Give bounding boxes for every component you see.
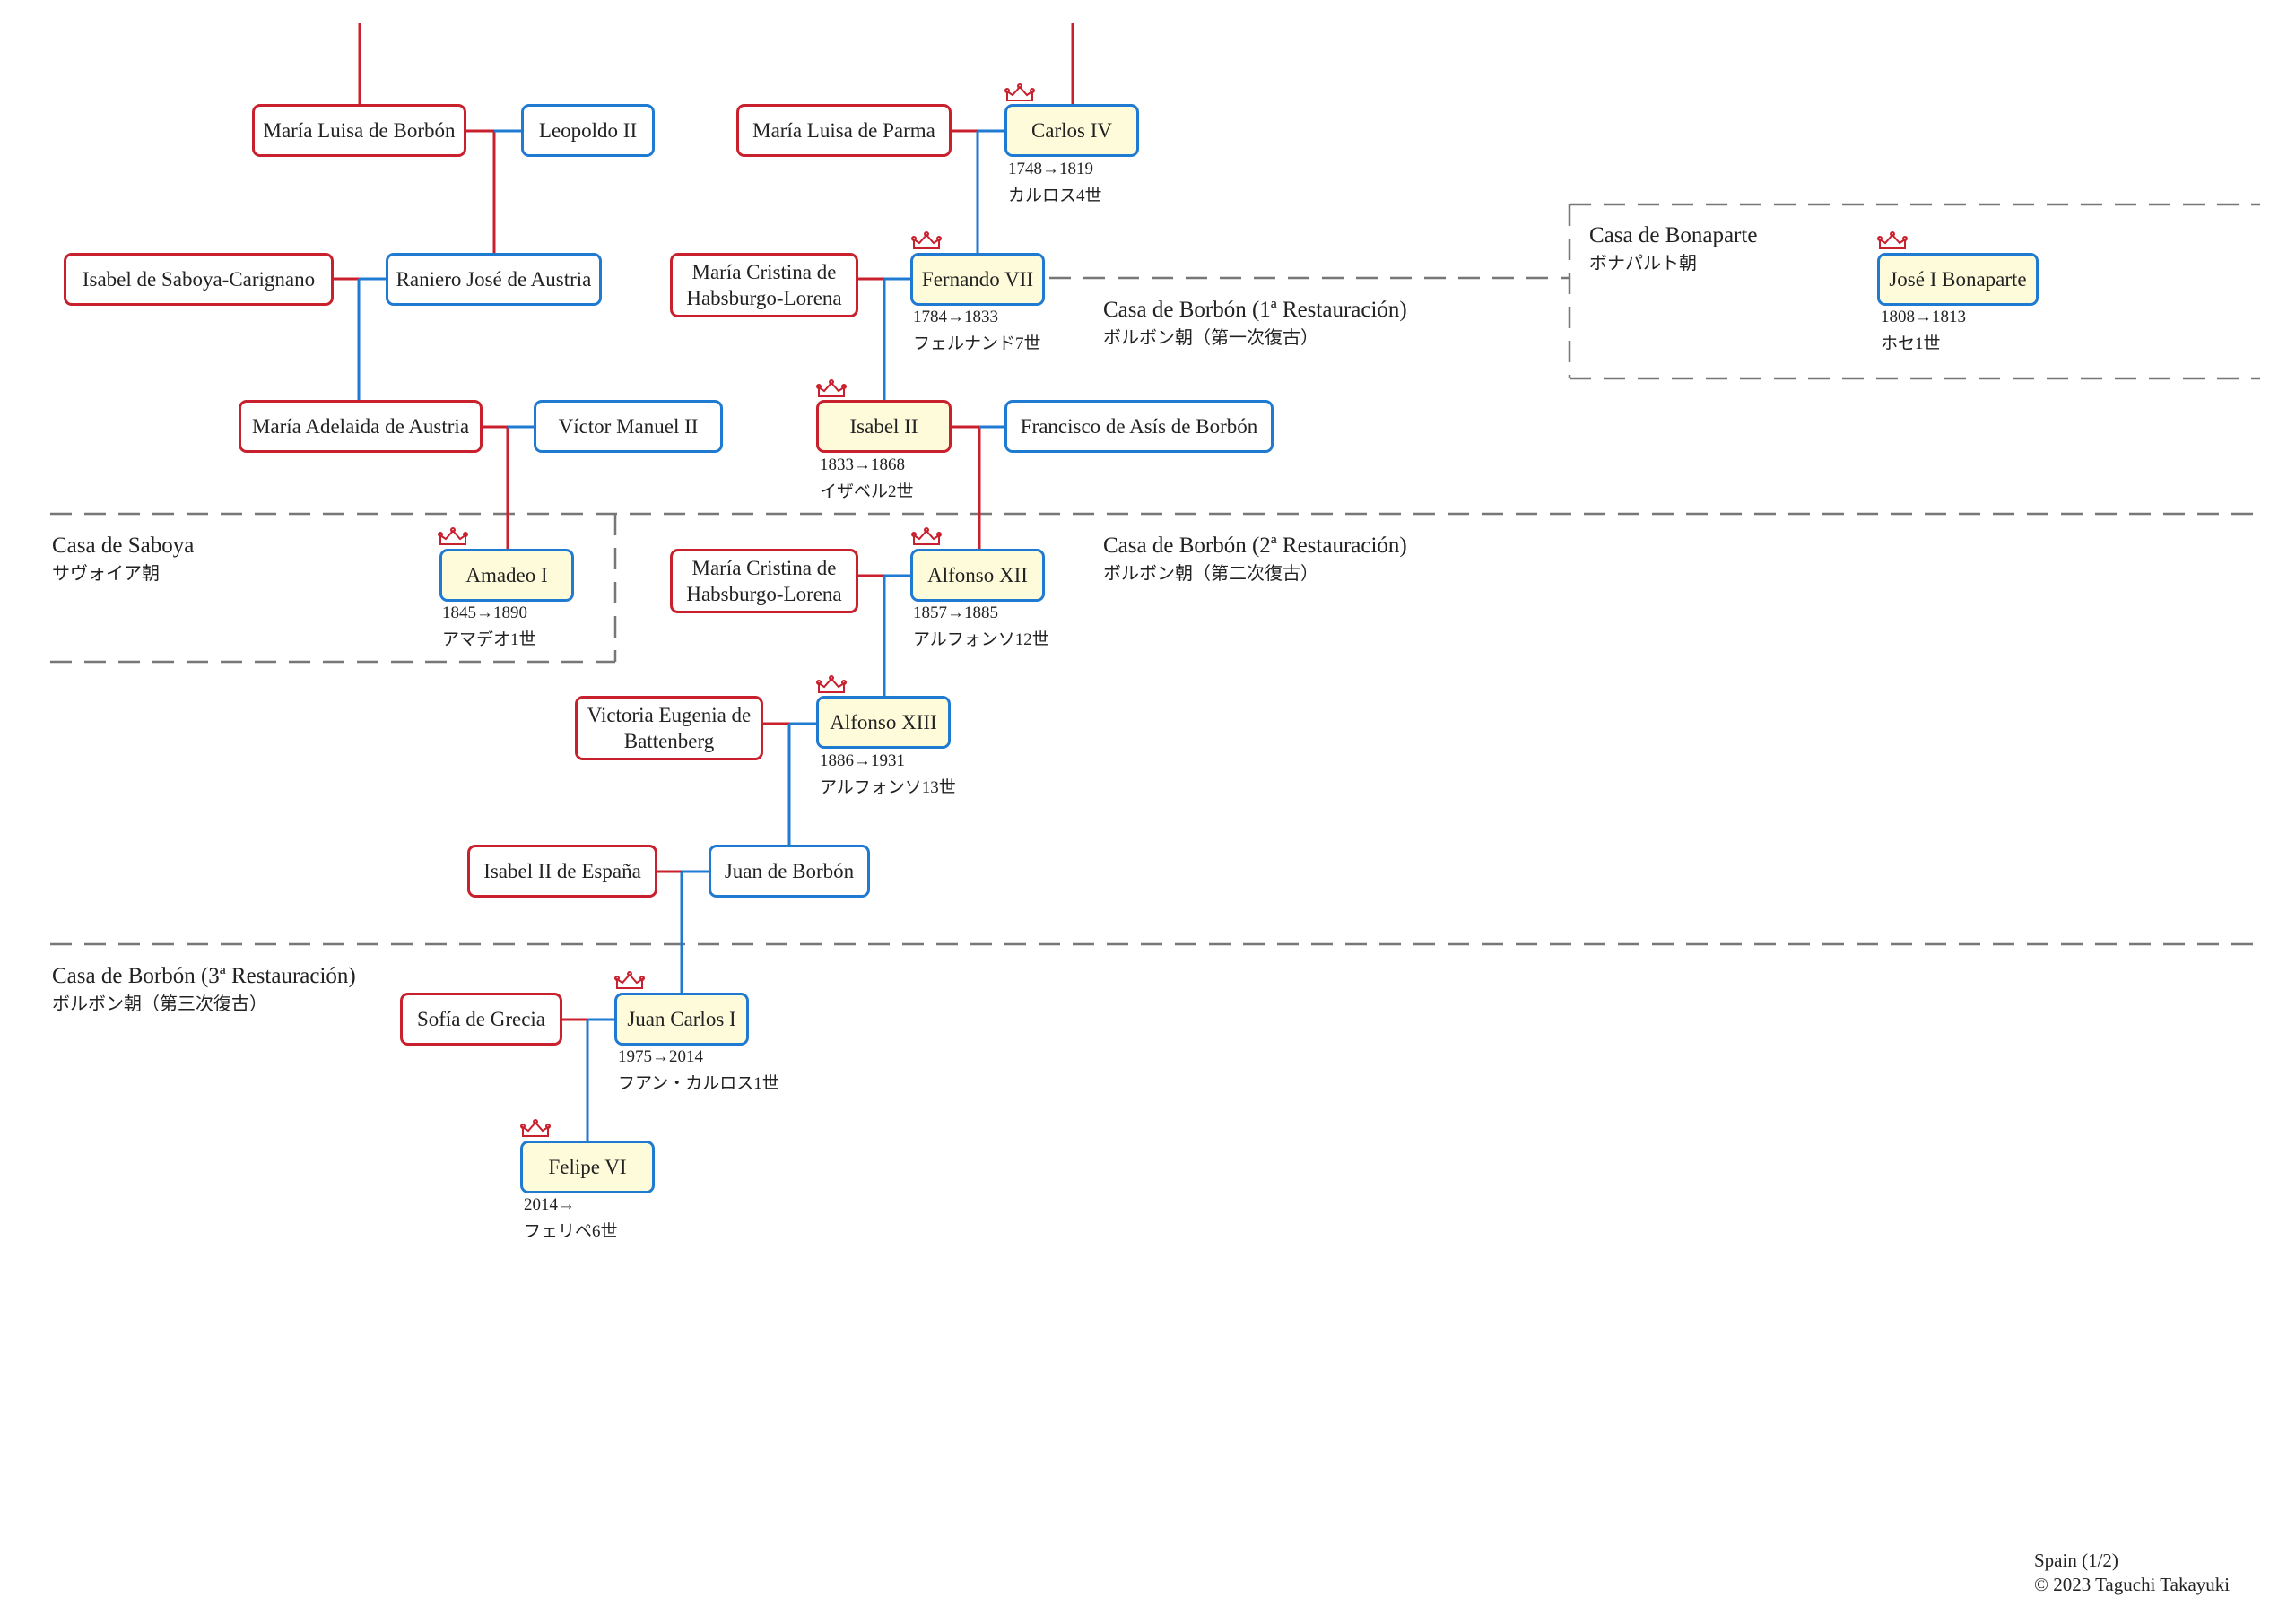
house-label-saboya: Casa de Saboya サヴォイア朝: [52, 532, 194, 587]
house-name: Casa de Saboya: [52, 534, 195, 558]
house-label-borbon-2: Casa de Borbón (2ª Restauración) ボルボン朝（第…: [1103, 532, 1407, 587]
person-carlos-iv: Carlos IV: [1004, 104, 1139, 157]
page-label: Spain (1/2): [2034, 1549, 2118, 1571]
crown-icon: [911, 231, 942, 249]
house-name: Casa de Borbón (2ª Restauración): [1103, 534, 1407, 558]
reign-jp-name: アマデオ1世: [442, 630, 536, 649]
reign-jp-name: アルフォンソ12世: [913, 630, 1049, 649]
house-name: Casa de Borbón (1ª Restauración): [1103, 298, 1407, 322]
person-amadeo-i: Amadeo I: [439, 549, 574, 602]
person-isabel-saboya: Isabel de Saboya-Carignano: [64, 253, 334, 306]
reign-jp-name: ホセ1世: [1881, 334, 1941, 353]
reign-jp-name: フアン・カルロス1世: [618, 1074, 779, 1093]
person-jose-i: José I Bonaparte: [1877, 253, 2039, 306]
crown-icon: [614, 971, 645, 989]
person-maria-adelaida: María Adelaida de Austria: [239, 400, 483, 453]
reign-info-fernando-vii: 1784→1833 フェルナンド7世: [913, 304, 1041, 358]
reign-years: 1975→2014: [618, 1047, 703, 1066]
reign-info-carlos-iv: 1748→1819 カルロス4世: [1008, 156, 1102, 210]
reign-years: 1808→1813: [1881, 308, 1966, 326]
reign-info-alfonso-xii: 1857→1885 アルフォンソ12世: [913, 600, 1049, 654]
house-label-bonaparte: Casa de Bonaparte ボナパルト朝: [1589, 221, 1757, 277]
crown-icon: [816, 379, 847, 397]
crown-icon: [816, 675, 847, 693]
reign-jp-name: イザベル2世: [820, 482, 914, 501]
person-alfonso-xii: Alfonso XII: [910, 549, 1045, 602]
reign-years: 1833→1868: [820, 456, 905, 474]
copyright: © 2023 Taguchi Takayuki: [2034, 1574, 2231, 1595]
person-alfonso-xiii: Alfonso XIII: [816, 696, 951, 749]
person-victoria-eugenia: Victoria Eugenia de Battenberg: [575, 696, 763, 760]
crown-icon: [911, 527, 942, 545]
person-maria-cristina-1: María Cristina de Habsburgo-Lorena: [670, 253, 858, 317]
person-juan-carlos: Juan Carlos I: [614, 993, 749, 1046]
person-francisco-asis: Francisco de Asís de Borbón: [1004, 400, 1274, 453]
reign-info-jose-i: 1808→1813 ホセ1世: [1881, 304, 1966, 358]
reign-jp-name: フェルナンド7世: [913, 334, 1041, 353]
person-felipe-vi: Felipe VI: [520, 1141, 655, 1193]
reign-info-felipe-vi: 2014→ フェリペ6世: [524, 1192, 618, 1245]
reign-years: 1857→1885: [913, 603, 998, 622]
house-jp-name: ボルボン朝（第一次復古）: [1103, 328, 1318, 348]
reign-years: 1845→1890: [442, 603, 527, 622]
reign-years: 1886→1931: [820, 751, 905, 770]
person-maria-luisa-borbon: María Luisa de Borbón: [252, 104, 466, 157]
crown-icon: [438, 527, 468, 545]
reign-years: 1784→1833: [913, 308, 998, 326]
person-victor-manuel: Víctor Manuel II: [534, 400, 723, 453]
reign-info-alfonso-xiii: 1886→1931 アルフォンソ13世: [820, 748, 956, 802]
person-isabel-ii-espana: Isabel II de España: [467, 845, 657, 898]
reign-info-amadeo-i: 1845→1890 アマデオ1世: [442, 600, 536, 654]
footer: Spain (1/2) © 2023 Taguchi Takayuki: [2034, 1549, 2230, 1597]
person-maria-luisa-parma: María Luisa de Parma: [736, 104, 952, 157]
reign-info-isabel-ii: 1833→1868 イザベル2世: [820, 452, 914, 506]
person-raniero: Raniero José de Austria: [386, 253, 602, 306]
house-label-borbon-3: Casa de Borbón (3ª Restauración) ボルボン朝（第…: [52, 962, 356, 1018]
house-jp-name: ボルボン朝（第三次復古）: [52, 994, 267, 1014]
person-maria-cristina-2: María Cristina de Habsburgo-Lorena: [670, 549, 858, 613]
house-jp-name: サヴォイア朝: [52, 564, 160, 584]
house-jp-name: ボルボン朝（第二次復古）: [1103, 564, 1318, 584]
house-name: Casa de Bonaparte: [1589, 223, 1758, 247]
reign-years: 1748→1819: [1008, 160, 1093, 178]
person-isabel-ii: Isabel II: [816, 400, 952, 453]
crown-icon: [1004, 83, 1035, 101]
reign-jp-name: カルロス4世: [1008, 187, 1102, 205]
person-juan-borbon: Juan de Borbón: [709, 845, 870, 898]
reign-years: 2014→: [524, 1195, 575, 1214]
person-leopoldo-ii: Leopoldo II: [521, 104, 655, 157]
person-fernando-vii: Fernando VII: [910, 253, 1045, 306]
person-sofia: Sofía de Grecia: [400, 993, 562, 1046]
crown-icon: [1877, 231, 1908, 249]
reign-jp-name: フェリペ6世: [524, 1222, 618, 1241]
house-name: Casa de Borbón (3ª Restauración): [52, 964, 356, 988]
reign-jp-name: アルフォンソ13世: [820, 778, 956, 797]
house-jp-name: ボナパルト朝: [1589, 254, 1697, 273]
crown-icon: [520, 1119, 551, 1137]
reign-info-juan-carlos: 1975→2014 フアン・カルロス1世: [618, 1044, 779, 1098]
house-label-borbon-1: Casa de Borbón (1ª Restauración) ボルボン朝（第…: [1103, 296, 1407, 352]
